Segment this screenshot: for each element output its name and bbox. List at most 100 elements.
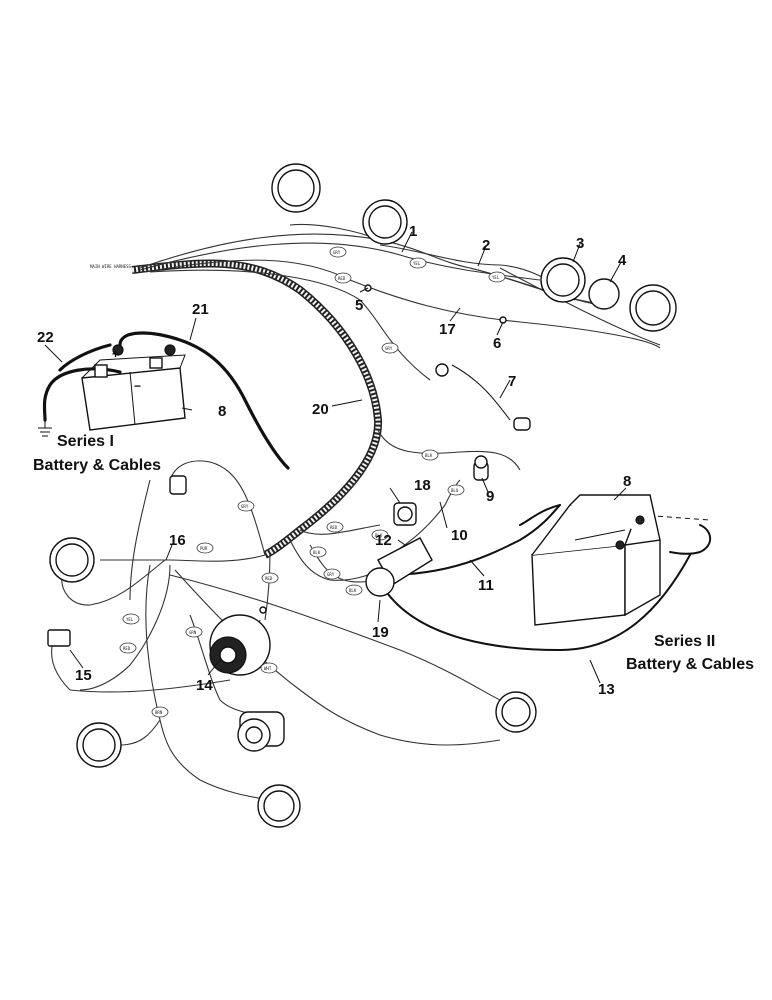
sender-9 xyxy=(473,455,489,481)
svg-text:RED: RED xyxy=(330,525,338,530)
light-4 xyxy=(588,278,620,310)
callout-13: 13 xyxy=(598,681,615,698)
starter-end-19 xyxy=(365,567,395,597)
work-light-bottom xyxy=(257,784,301,828)
wire-tag: YEL xyxy=(409,257,427,269)
wire-tag: GRY xyxy=(381,342,399,354)
main-wire-harness xyxy=(131,259,383,559)
starter-motor xyxy=(237,711,285,752)
svg-text:BLK: BLK xyxy=(425,453,433,458)
svg-text:YEL: YEL xyxy=(126,617,134,622)
callout-4: 4 xyxy=(618,252,627,269)
series-two-subtitle: Battery & Cables xyxy=(626,656,754,673)
switch-upper-left xyxy=(169,475,187,495)
wire-tag: RED xyxy=(334,272,352,284)
wire-tag: BLK xyxy=(421,449,439,461)
rod-knob xyxy=(513,417,531,431)
wire-tag: GRY xyxy=(237,500,255,512)
series-two-caption: Series II Battery & Cables xyxy=(626,633,754,673)
callout-7: 7 xyxy=(508,373,516,390)
svg-text:RED: RED xyxy=(265,576,273,581)
callout-3: 3 xyxy=(576,235,584,252)
callout-19: 19 xyxy=(372,624,389,641)
callout-22: 22 xyxy=(37,329,54,346)
svg-text:GRY: GRY xyxy=(327,572,335,577)
connector-15 xyxy=(47,629,71,691)
svg-text:BLK: BLK xyxy=(349,588,357,593)
callout-8-series-one: 8 xyxy=(218,403,226,420)
svg-text:WHT: WHT xyxy=(264,666,272,671)
ground-symbol xyxy=(38,420,52,437)
callout-5: 5 xyxy=(355,297,363,314)
callout-16: 16 xyxy=(169,532,186,549)
lights xyxy=(49,163,677,828)
svg-text:GRY: GRY xyxy=(333,250,341,255)
alternator-14 xyxy=(209,614,271,676)
battery-series-two xyxy=(531,494,661,626)
work-light-lower-left xyxy=(76,722,122,768)
callout-1: 1 xyxy=(409,223,417,240)
series-one-caption: Series I Battery & Cables xyxy=(33,433,161,474)
wire-tag: RED xyxy=(261,572,279,584)
wire-tag: GRY xyxy=(329,246,347,258)
wire-tag: BRN xyxy=(151,706,169,718)
svg-text:GRY: GRY xyxy=(385,346,393,351)
svg-text:BLU: BLU xyxy=(451,488,459,493)
callout-11: 11 xyxy=(478,577,494,594)
wire-tag: WHT xyxy=(260,662,278,674)
polarity-minus: − xyxy=(134,379,141,393)
work-light-left xyxy=(49,537,95,583)
callout-15: 15 xyxy=(75,667,92,684)
callout-12: 12 xyxy=(375,532,392,549)
wire-tag: GRN xyxy=(185,626,203,638)
polarity-plus: + xyxy=(112,347,119,361)
work-light-lower-right xyxy=(495,691,537,733)
wire-tag: BLU xyxy=(447,484,465,496)
series-one-subtitle: Battery & Cables xyxy=(33,457,161,474)
wire-tag: GRY xyxy=(323,568,341,580)
wire-tag: RED xyxy=(119,642,137,654)
callout-18: 18 xyxy=(414,477,431,494)
battery-series-one xyxy=(81,344,186,431)
svg-text:BLK: BLK xyxy=(313,550,321,555)
small-parts xyxy=(47,284,531,752)
wire-tag: YEL xyxy=(488,271,506,283)
svg-text:PUR: PUR xyxy=(200,546,208,551)
wire-tag: YEL xyxy=(122,613,140,625)
svg-text:BRN: BRN xyxy=(155,710,163,715)
svg-text:RED: RED xyxy=(338,276,346,281)
svg-text:YEL: YEL xyxy=(413,261,421,266)
series-two-title: Series II xyxy=(654,633,715,650)
work-light-top-middle xyxy=(362,199,408,245)
leader-lines xyxy=(44,231,627,684)
callout-21: 21 xyxy=(192,301,209,318)
callout-20: 20 xyxy=(312,401,329,418)
callout-10: 10 xyxy=(451,527,468,544)
wire-tag: BLK xyxy=(345,584,363,596)
switch-rod xyxy=(435,363,511,421)
callout-2: 2 xyxy=(482,237,490,254)
svg-text:BLK: BLK xyxy=(375,533,383,538)
wire-tag: BLK xyxy=(309,546,327,558)
callout-9: 9 xyxy=(486,488,494,505)
wire-tag: RED xyxy=(326,521,344,533)
callout-17: 17 xyxy=(439,321,456,338)
callout-8-series-two: 8 xyxy=(623,473,631,490)
wire-tag: PUR xyxy=(196,542,214,554)
callout-14: 14 xyxy=(196,677,213,694)
solenoid-18 xyxy=(393,502,417,526)
light-3 xyxy=(540,257,586,303)
work-light-top-left xyxy=(271,163,321,213)
wire-tag: BLK xyxy=(371,529,389,541)
svg-text:GRY: GRY xyxy=(241,504,249,509)
callout-6: 6 xyxy=(493,335,501,352)
series-one-title: Series I xyxy=(57,433,114,450)
work-light-right xyxy=(629,284,677,332)
svg-text:RED: RED xyxy=(123,646,131,651)
callouts: 1 2 3 4 5 6 7 8 8 9 10 11 12 13 14 15 16… xyxy=(37,223,631,698)
wire-tags: GRY YEL YEL RED GRY BLK BLU RED BLK BLK … xyxy=(119,246,506,718)
svg-text:GRN: GRN xyxy=(189,630,197,635)
svg-text:YEL: YEL xyxy=(492,275,500,280)
harness-label: MAIN WIRE HARNESS xyxy=(90,264,132,269)
